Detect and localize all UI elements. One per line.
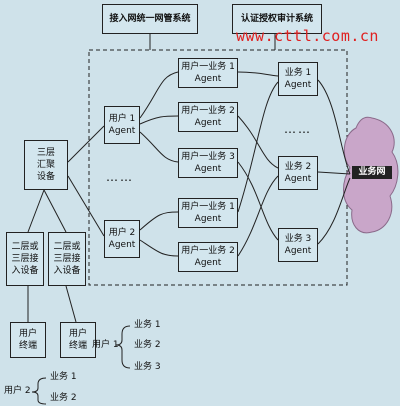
edge-ub21-s1 — [237, 81, 279, 213]
access-device-1: 二层或 三层接 入设备 — [6, 232, 44, 286]
user1-service-3: 业务 3 — [134, 362, 161, 372]
edge-ub22-s2 — [237, 175, 279, 257]
edge-s2-cloud — [317, 171, 351, 175]
brace-user2 — [31, 377, 47, 405]
service2-agent: 业务 2 Agent — [278, 156, 318, 190]
user-service2-agent-a: 用户一业务 2 Agent — [178, 102, 238, 132]
edge-u2-ub22 — [139, 239, 179, 257]
edge-agg-user2 — [67, 175, 105, 237]
watermark: www.cttl.com.cn — [236, 27, 379, 45]
service1-agent: 业务 1 Agent — [278, 62, 318, 96]
user1-list-label: 用户 1 — [92, 340, 119, 350]
service-network-label: 业务网 — [352, 166, 392, 179]
user-service1-agent-a: 用户一业务 1 Agent — [178, 58, 238, 88]
edge-u1-ub11 — [139, 71, 179, 119]
user-service3-agent-a: 用户一业务 3 Agent — [178, 148, 238, 178]
edge-u1-ub12 — [139, 115, 179, 125]
user2-service-1: 业务 1 — [50, 372, 77, 382]
user1-agent: 用户 1 Agent — [104, 106, 140, 144]
edge-ub12-s2 — [237, 115, 279, 169]
service-ellipsis: …… — [284, 122, 312, 136]
access-device-2: 二层或 三层接 入设备 — [48, 232, 86, 286]
user2-list-label: 用户 2 — [4, 386, 31, 396]
edge-agg-access2 — [43, 189, 67, 233]
edge-ub11-s1 — [237, 71, 279, 77]
edge-agg-access1 — [27, 189, 45, 233]
user-service1-agent-b: 用户一业务 1 Agent — [178, 198, 238, 228]
user-terminal-2: 用户 终端 — [60, 322, 96, 358]
auth-audit-system: 认证授权审计系统 — [232, 4, 322, 34]
edge-s3-cloud — [317, 177, 351, 245]
aggregation-device: 三层 汇聚 设备 — [24, 140, 68, 190]
edge-u2-ub21 — [139, 211, 179, 231]
edge-agg-user1 — [67, 125, 105, 163]
edge-s1-cloud — [317, 79, 351, 175]
user-ellipsis: …… — [106, 170, 134, 184]
brace-user1 — [115, 325, 131, 369]
network-mgmt-system: 接入网统一网管系统 — [102, 4, 198, 34]
user2-service-2: 业务 2 — [50, 393, 77, 403]
user1-service-1: 业务 1 — [134, 320, 161, 330]
edge-u1-ub13 — [139, 131, 179, 163]
agent-domain-boundary — [88, 49, 348, 286]
edge-ub13-s3 — [237, 161, 279, 241]
edge-access2-term2 — [65, 285, 77, 323]
user2-agent: 用户 2 Agent — [104, 220, 140, 258]
service3-agent: 业务 3 Agent — [278, 228, 318, 262]
user1-service-2: 业务 2 — [134, 340, 161, 350]
user-service2-agent-b: 用户一业务 2 Agent — [178, 242, 238, 272]
user-terminal-1: 用户 终端 — [10, 322, 46, 358]
